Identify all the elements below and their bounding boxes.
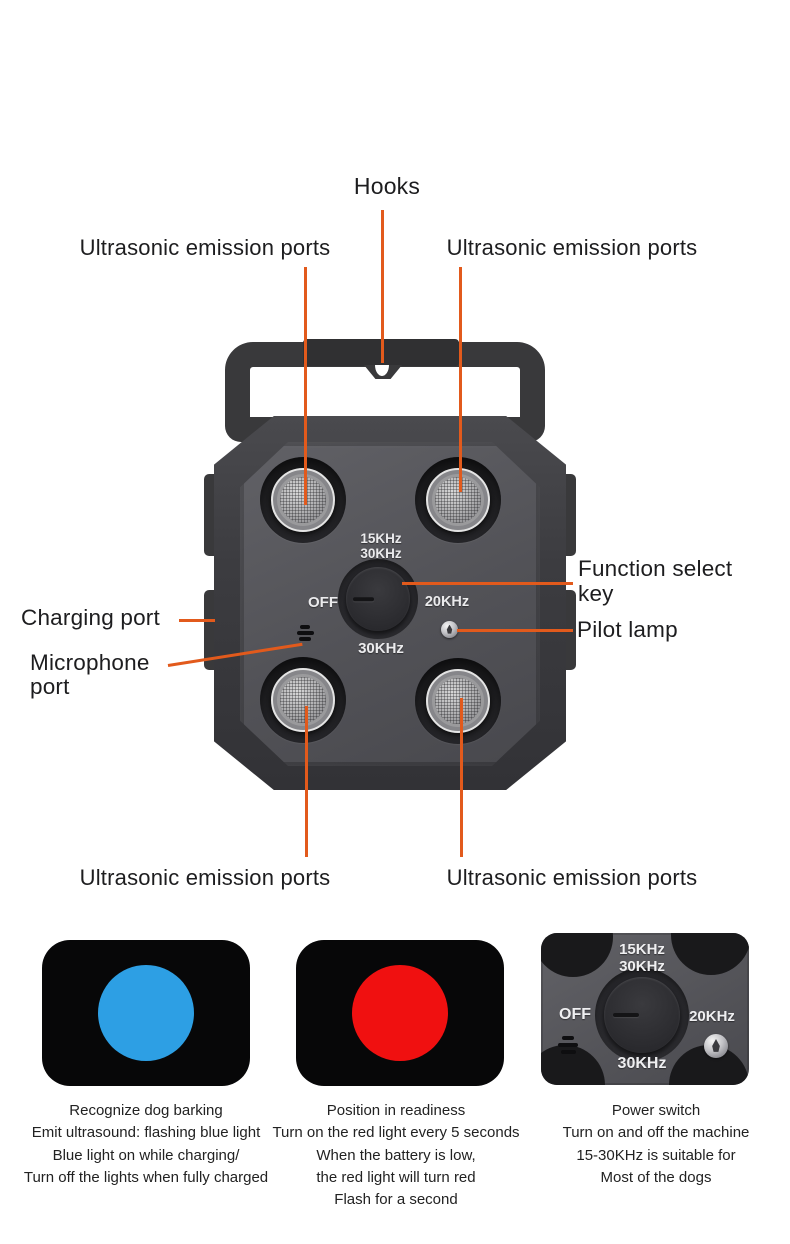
closeup-label-15khz: 15KHz [619, 941, 665, 958]
callout-line-hooks [381, 210, 384, 363]
caption-line: Blue light on while charging/ [52, 1146, 240, 1164]
closeup-dial [595, 968, 689, 1062]
callout-line-ultrasonic-top-left [304, 267, 307, 505]
droplet-icon [712, 1039, 720, 1052]
caption-line: the red light will turn red [316, 1168, 476, 1186]
closeup-label-off: OFF [559, 1006, 591, 1023]
label-ultrasonic-top-right: Ultrasonic emission ports [446, 235, 698, 260]
label-microphone-port: Microphone port [30, 651, 150, 699]
caption-line: Recognize dog barking [69, 1102, 223, 1119]
label-microphone-line2: port [30, 674, 70, 699]
caption-line: When the battery is low, [316, 1146, 476, 1164]
callout-line-ultrasonic-top-right [459, 267, 462, 492]
caption-red-light: Position in readiness Turn on the red li… [272, 1100, 520, 1211]
closeup-label-20khz: 20KHz [689, 1008, 735, 1025]
label-hooks: Hooks [353, 173, 421, 199]
caption-line: Flash for a second [334, 1191, 458, 1209]
panel-blue-light [42, 940, 250, 1086]
emitter-ring [271, 468, 335, 532]
label-function-select-line1: Function select [578, 556, 733, 581]
closeup-pilot-lamp-icon [704, 1034, 728, 1058]
closeup-dial-indicator [613, 1013, 639, 1017]
callout-line-charging-port [179, 619, 215, 622]
hook-notch-dip [375, 365, 389, 376]
label-function-select-line2: key [578, 581, 614, 606]
label-pilot-lamp: Pilot lamp [577, 617, 678, 642]
red-light-circle [352, 965, 448, 1061]
caption-line: 15-30KHz is suitable for [576, 1146, 736, 1164]
dial-label-30khz-bottom: 30KHz [358, 640, 404, 657]
caption-line: Turn off the lights when fully charged [23, 1168, 269, 1186]
emitter-ring [426, 468, 490, 532]
emitter-mesh [435, 678, 481, 724]
ultrasonic-emitter-bottom-left [260, 657, 346, 743]
caption-line: Emit ultrasound: flashing blue light [31, 1124, 261, 1142]
caption-line: Turn on and off the machine [562, 1124, 750, 1142]
closeup-microphone-icon [554, 1036, 582, 1054]
callout-line-ultrasonic-bottom-right [460, 698, 463, 857]
pilot-lamp-icon [441, 621, 458, 638]
microphone-icon [292, 625, 318, 641]
dial-knob [346, 567, 410, 631]
dial-label-off: OFF [308, 594, 338, 611]
label-ultrasonic-top-left: Ultrasonic emission ports [79, 235, 331, 260]
caption-line: Most of the dogs [600, 1168, 712, 1186]
caption-line: Power switch [611, 1102, 701, 1119]
function-select-dial [338, 559, 418, 639]
emitter-ring [426, 669, 490, 733]
droplet-icon [446, 624, 453, 634]
emitter-mesh [435, 477, 481, 523]
caption-line: Position in readiness [326, 1102, 466, 1119]
blue-light-circle [98, 965, 194, 1061]
caption-power-switch: Power switch Turn on and off the machine… [538, 1100, 774, 1189]
label-ultrasonic-bottom-right: Ultrasonic emission ports [446, 865, 698, 890]
closeup-label-30khz-bottom: 30KHz [617, 1055, 667, 1072]
closeup-dial-knob [604, 977, 680, 1053]
label-function-select-key: Function select key [578, 556, 732, 606]
panel-red-light [296, 940, 504, 1086]
caption-line: Turn on the red light every 5 seconds [272, 1124, 520, 1142]
emitter-mesh [280, 477, 326, 523]
ultrasonic-emitter-top-right [415, 457, 501, 543]
dial-label-15khz: 15KHz [360, 531, 402, 546]
panel-dial-closeup: 15KHz 30KHz OFF 20KHz 30KHz [541, 933, 749, 1085]
caption-blue-light: Recognize dog barking Emit ultrasound: f… [4, 1100, 288, 1189]
closeup-label-30khz-top: 30KHz [619, 958, 665, 975]
ultrasonic-emitter-bottom-right [415, 658, 501, 744]
label-charging-port: Charging port [21, 605, 160, 630]
dial-label-30khz-top: 30KHz [360, 546, 402, 561]
callout-line-function-select [402, 582, 573, 585]
label-ultrasonic-bottom-left: Ultrasonic emission ports [79, 865, 331, 890]
ultrasonic-emitter-top-left [260, 457, 346, 543]
label-microphone-line1: Microphone [30, 650, 150, 675]
emitter-ring [271, 668, 335, 732]
callout-line-ultrasonic-bottom-left [305, 706, 308, 857]
callout-line-pilot-lamp [457, 629, 573, 632]
dial-indicator [353, 597, 374, 601]
emitter-mesh [280, 677, 326, 723]
dial-label-20khz: 20KHz [424, 594, 470, 610]
